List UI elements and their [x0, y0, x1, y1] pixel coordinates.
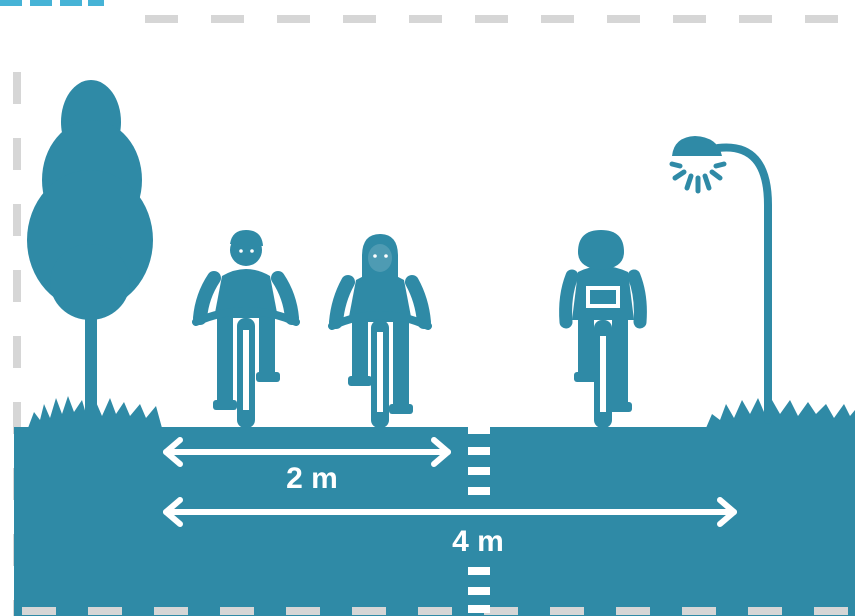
cyclist-back-icon	[566, 230, 641, 428]
tree-icon	[27, 80, 153, 420]
total-width-label: 4 m	[452, 525, 504, 558]
cyclist-front-long-hair-icon	[332, 234, 428, 428]
road-surface	[14, 427, 855, 616]
lane-width-label: 2 m	[286, 462, 338, 495]
grass-icon	[706, 398, 855, 428]
top-accent-dashes	[0, 0, 104, 6]
cyclist-front-icon	[196, 230, 296, 428]
street-lamp-icon	[672, 136, 768, 420]
